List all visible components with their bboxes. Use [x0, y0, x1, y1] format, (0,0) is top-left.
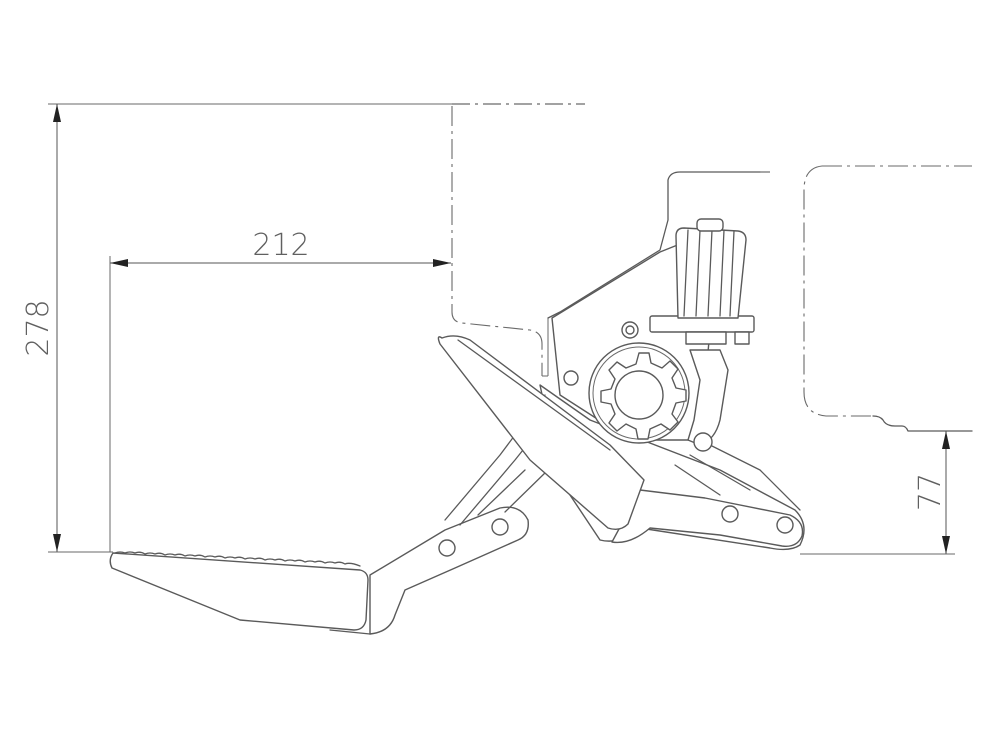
step-tread-deployed: [437, 335, 645, 531]
dimension-label-278: 278: [21, 299, 56, 356]
electric-motor: [649, 218, 755, 345]
vehicle-body-outline: [48, 103, 973, 432]
dimension-label-77: 77: [913, 473, 948, 511]
dimension-label-212: 212: [252, 228, 309, 263]
step-tread-retracted: [109, 551, 371, 635]
dimension-horizontal-reach: 212: [109, 228, 451, 552]
dimension-overall-height: 278: [21, 104, 113, 553]
bracket-bolt-hole: [563, 370, 579, 386]
motor-gear-housing: [588, 342, 729, 452]
dimension-ground-clearance: 77: [800, 431, 955, 555]
